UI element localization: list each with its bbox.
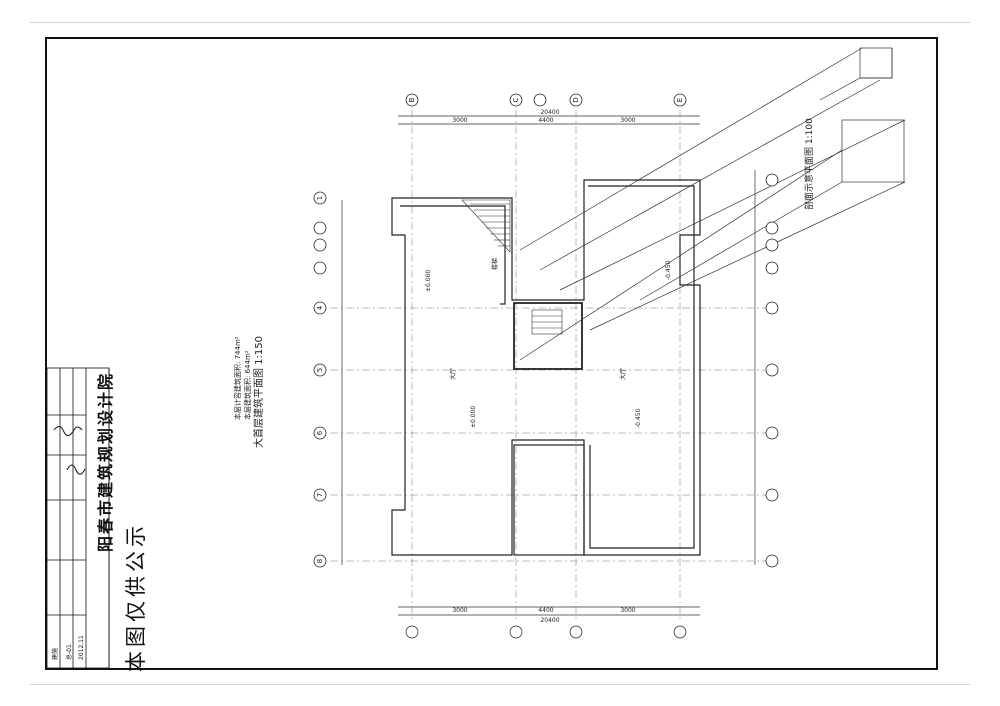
room-label: 大厅 <box>619 368 627 380</box>
area-note: 本层建筑面积: 644m² <box>243 350 252 420</box>
dimension-text: 4400 <box>538 607 553 614</box>
room-label: 大厅 <box>449 368 457 380</box>
room-label: 楼梯 <box>491 258 499 270</box>
elevation-mark: -0.450 <box>665 260 672 280</box>
axis-grid-lines <box>330 110 775 620</box>
overall-dimension-bottom: 20400 <box>540 617 559 624</box>
axis-label: 8 <box>316 559 324 563</box>
overall-dimension: 20400 <box>540 109 559 116</box>
section-detail <box>519 47 906 361</box>
axis-label: 1 <box>316 196 324 200</box>
axis-label: B <box>408 97 416 102</box>
plan-title: 大首层建筑平面图 1:150 <box>252 336 265 448</box>
axis-label: 6 <box>316 430 324 435</box>
area-note: 本层计容建筑面积: 744m² <box>233 336 242 420</box>
building-outline <box>391 179 701 556</box>
title-block-grid <box>46 367 110 669</box>
top-rule <box>30 22 970 23</box>
axis-label: C <box>512 97 520 102</box>
section-title: 剖面示意平面图 1:100 <box>803 118 815 210</box>
axis-label: 7 <box>316 493 324 497</box>
sheet-frame <box>45 37 938 670</box>
dimension-text: 3000 <box>620 117 635 124</box>
dimension-text: 4400 <box>538 117 553 124</box>
axis-label: 4 <box>316 305 324 310</box>
dimension-text: 3000 <box>620 607 635 614</box>
elevation-mark: -0.450 <box>635 408 642 428</box>
axis-label: E <box>676 98 684 102</box>
signature-marks <box>53 426 86 475</box>
axis-label: 5 <box>316 368 324 372</box>
elevation-mark: ±0.000 <box>470 406 477 428</box>
staircase <box>461 199 563 335</box>
dimension-lines <box>341 115 756 616</box>
dimension-text: 3000 <box>452 117 467 124</box>
elevation-mark: ±0.000 <box>425 270 432 292</box>
bottom-rule <box>30 684 970 685</box>
dimension-text: 3000 <box>452 607 467 614</box>
axis-label: D <box>572 97 580 102</box>
axis-bubbles <box>313 93 779 639</box>
